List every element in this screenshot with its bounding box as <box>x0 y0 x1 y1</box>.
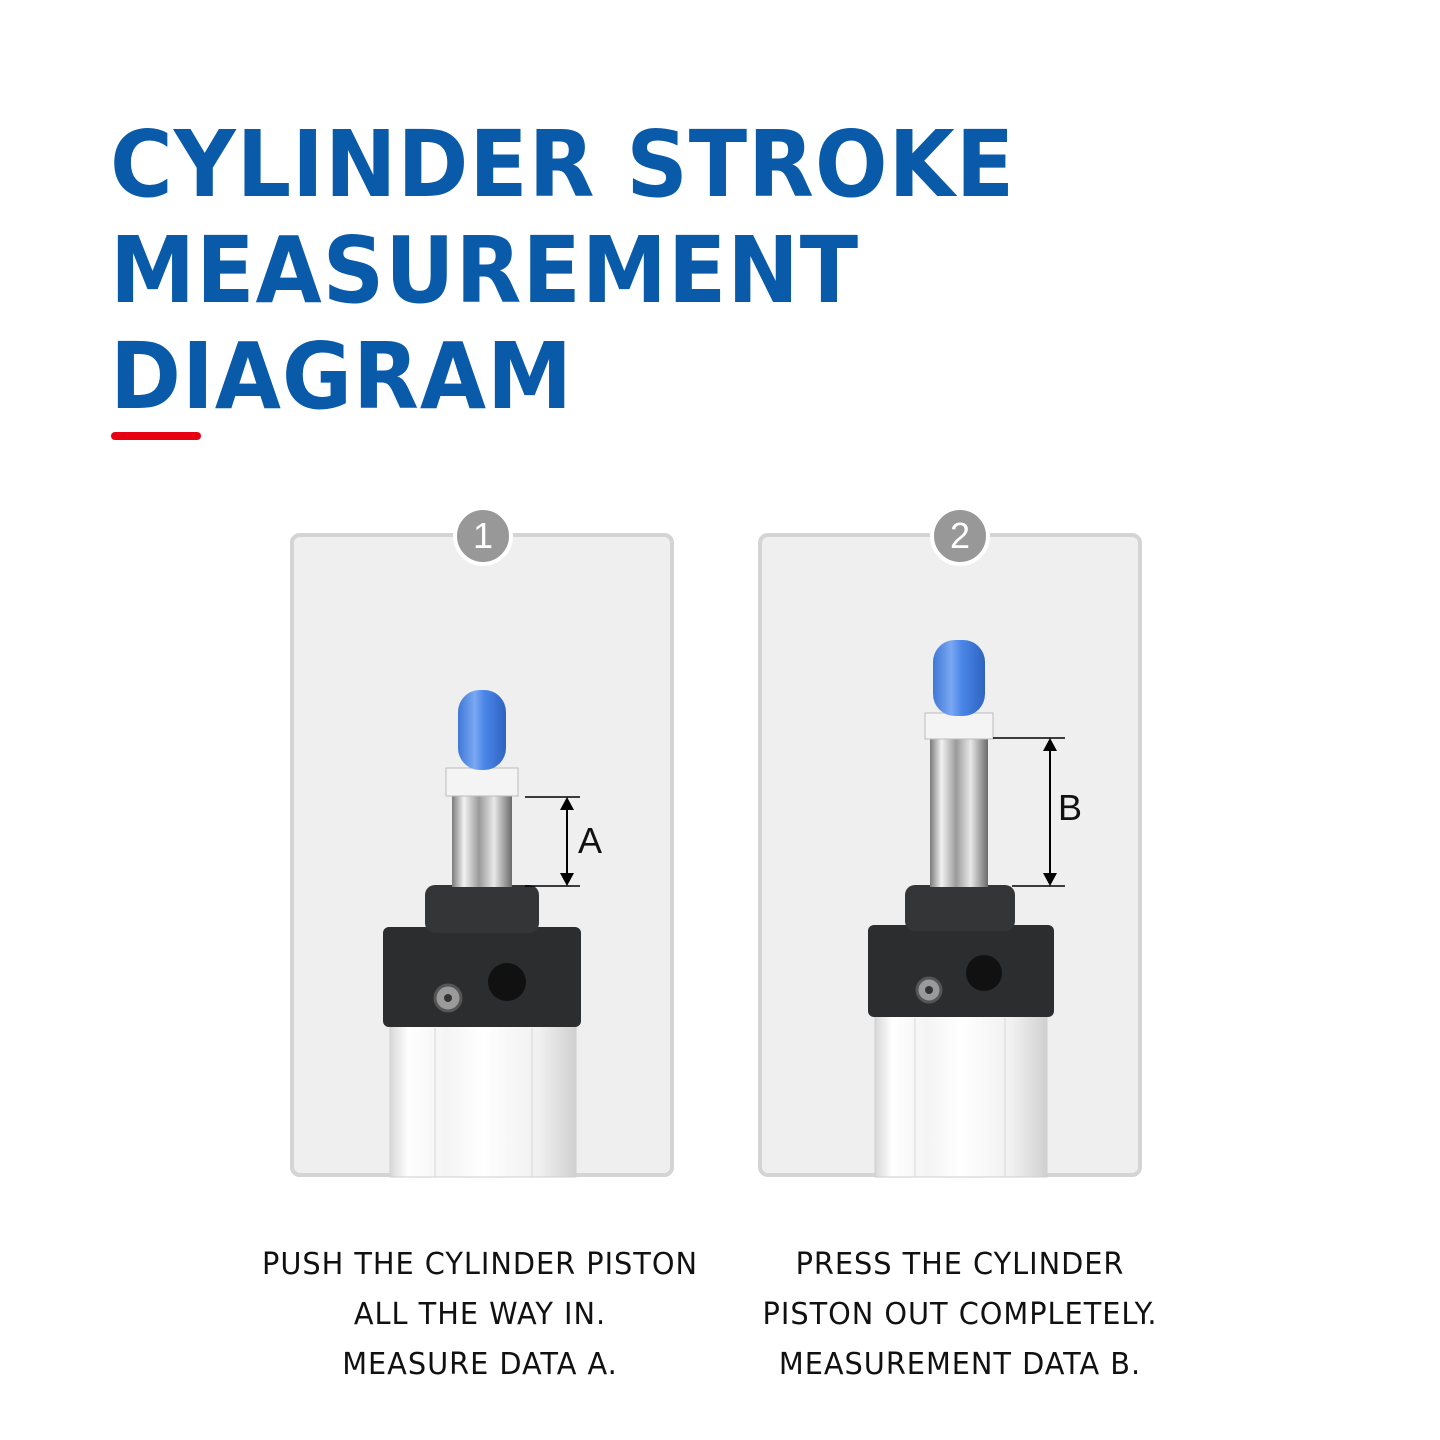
step-1-badge: 1 <box>453 506 513 566</box>
step-1-caption: PUSH THE CYLINDER PISTON ALL THE WAY IN.… <box>240 1240 720 1390</box>
page-title: CYLINDER STROKE MEASUREMENT DIAGRAM <box>110 112 1347 430</box>
step-1-caption-line: MEASURE DATA A. <box>342 1347 618 1382</box>
dimension-b-label: B <box>1058 787 1083 828</box>
step-2-caption-line: MEASUREMENT DATA B. <box>778 1347 1142 1382</box>
step-1-caption-line: PUSH THE CYLINDER PISTON <box>262 1247 698 1282</box>
title-line-2: MEASUREMENT DIAGRAM <box>110 217 860 430</box>
dimension-b-marker <box>993 737 1065 887</box>
dimension-a-marker <box>525 796 580 887</box>
step-2-caption-line: PISTON OUT COMPLETELY. <box>762 1297 1158 1332</box>
step-2-badge: 2 <box>930 506 990 566</box>
step-2-caption-line: PRESS THE CYLINDER <box>795 1247 1125 1282</box>
step-2-caption: PRESS THE CYLINDER PISTON OUT COMPLETELY… <box>720 1240 1200 1390</box>
step-1-caption-line: ALL THE WAY IN. <box>353 1297 607 1332</box>
dimension-a-label: A <box>578 820 603 861</box>
title-line-1: CYLINDER STROKE <box>110 111 1016 218</box>
accent-divider <box>111 432 201 440</box>
